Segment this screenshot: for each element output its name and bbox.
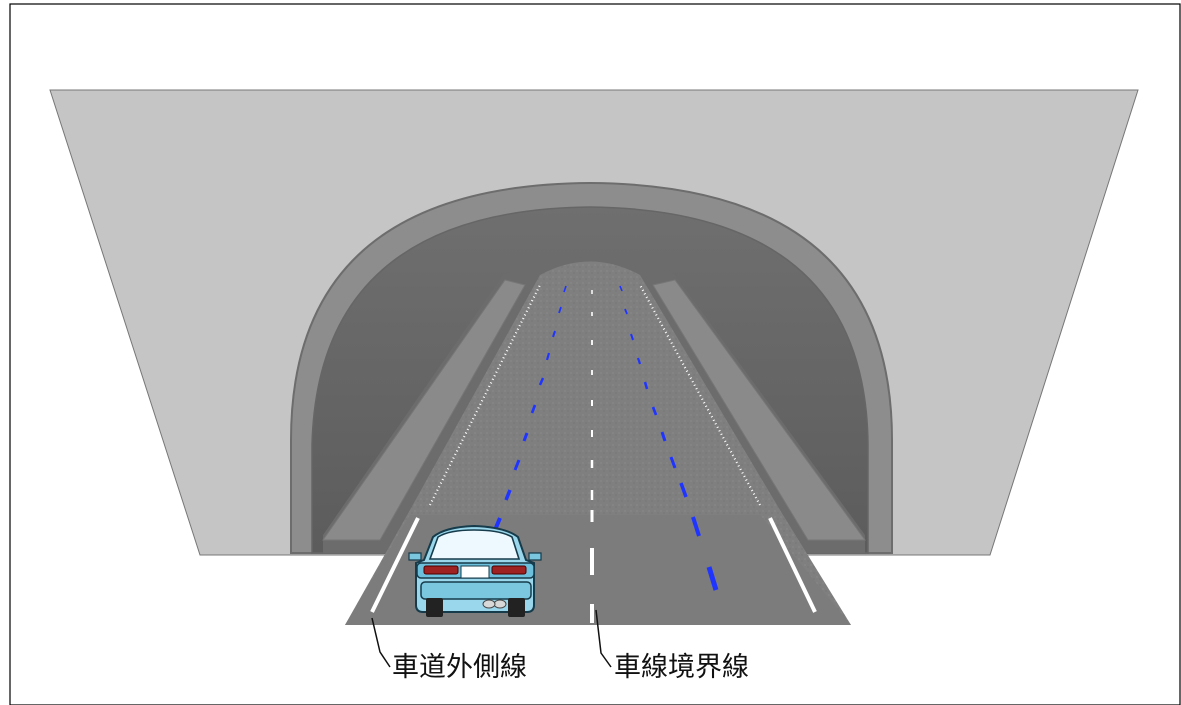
lane-boundary-callout [595, 609, 612, 668]
diagram-border [9, 3, 1181, 705]
blue-lane-line-right [619, 285, 719, 591]
outer-line-label: 車道外側線 [392, 652, 527, 683]
outer-lane-line-right [639, 284, 817, 613]
right-curb [652, 279, 866, 541]
left-curb [322, 279, 526, 541]
outer-line-callout [371, 617, 391, 668]
car-rear-icon [408, 524, 542, 617]
lane-boundary-label: 車線境界線 [614, 652, 749, 683]
outer-lane-line-left [370, 284, 541, 613]
